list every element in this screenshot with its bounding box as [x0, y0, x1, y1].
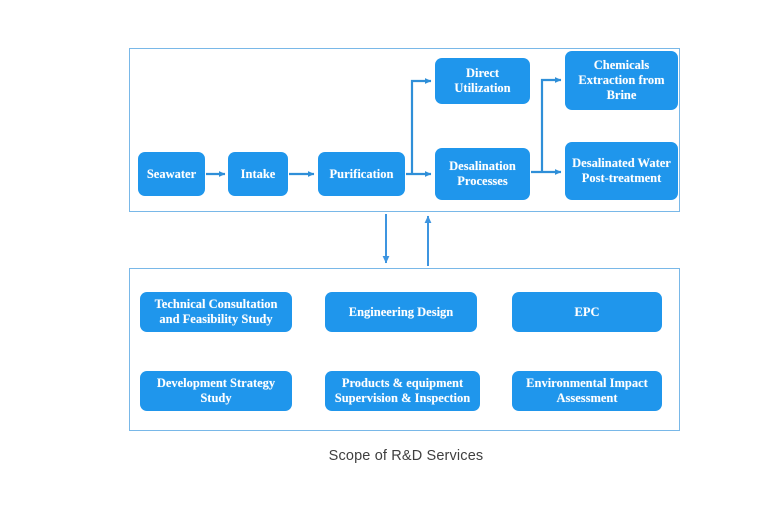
node-chemicals-extraction-from-brine[interactable]: Chemicals Extraction from Brine: [565, 51, 678, 110]
node-environmental-impact-assessment[interactable]: Environmental Impact Assessment: [512, 371, 662, 411]
node-engineering-design[interactable]: Engineering Design: [325, 292, 477, 332]
node-technical-consultation[interactable]: Technical Consultation and Feasibility S…: [140, 292, 292, 332]
figure-caption: Scope of R&D Services: [0, 448, 768, 464]
node-epc[interactable]: EPC: [512, 292, 662, 332]
node-desalinated-water-post-treatment[interactable]: Desalinated Water Post-treatment: [565, 142, 678, 200]
figure-caption-text: Scope of R&D Services: [328, 448, 484, 464]
node-products-equipment-supervision[interactable]: Products & equipment Supervision & Inspe…: [325, 371, 480, 411]
node-development-strategy-study[interactable]: Development Strategy Study: [140, 371, 292, 411]
node-purification[interactable]: Purification: [318, 152, 405, 196]
node-intake[interactable]: Intake: [228, 152, 288, 196]
node-seawater[interactable]: Seawater: [138, 152, 205, 196]
node-direct-utilization[interactable]: Direct Utilization: [435, 58, 530, 104]
node-desalination-processes[interactable]: Desalination Processes: [435, 148, 530, 200]
